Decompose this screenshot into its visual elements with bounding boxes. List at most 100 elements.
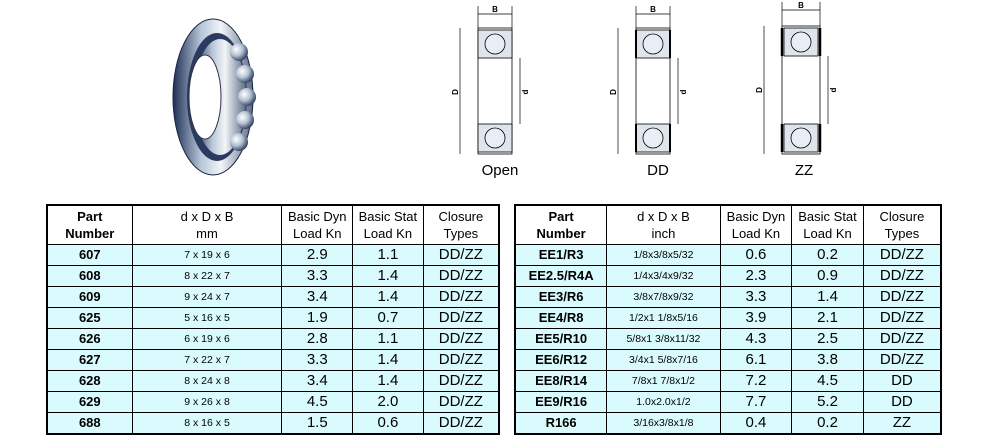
part-number-cell: EE2.5/R4A: [514, 265, 608, 287]
label-D: D: [609, 89, 618, 95]
closure-type-cell: DD: [862, 391, 942, 413]
part-number-cell: EE1/R3: [514, 244, 608, 266]
closure-type-cell: ZZ: [862, 412, 942, 435]
dyn-load-cell: 3.9: [719, 307, 793, 329]
stat-load-cell: 5.2: [791, 391, 864, 413]
stat-load-cell: 1.4: [352, 265, 424, 287]
part-number-cell: 609: [46, 286, 133, 308]
part-number-cell: EE8/R14: [514, 370, 608, 392]
part-number-cell: 628: [46, 370, 133, 392]
label-b: B: [798, 1, 804, 10]
label-b: B: [650, 5, 656, 14]
part-number-cell: 688: [46, 412, 133, 435]
label-D: D: [755, 87, 764, 93]
dyn-load-cell: 1.5: [281, 412, 354, 435]
label-D: D: [451, 89, 460, 95]
closure-type-cell: DD/ZZ: [422, 349, 500, 371]
closure-type-cell: DD/ZZ: [862, 307, 942, 329]
closure-type-cell: DD/ZZ: [862, 349, 942, 371]
diagram-caption: ZZ: [794, 162, 814, 179]
label-d: d: [521, 89, 530, 94]
closure-type-cell: DD/ZZ: [862, 244, 942, 266]
dimensions-cell: 7/8x1 7/8x1/2: [606, 370, 721, 392]
part-number-cell: EE9/R16: [514, 391, 608, 413]
stat-load-cell: 0.2: [791, 412, 864, 435]
part-number-cell: EE4/R8: [514, 307, 608, 329]
part-number-cell: 627: [46, 349, 133, 371]
dimensions-cell: 8 x 22 x 7: [131, 265, 283, 287]
closure-type-cell: DD/ZZ: [422, 286, 500, 308]
dyn-load-cell: 3.3: [719, 286, 793, 308]
part-number-cell: 607: [46, 244, 133, 266]
closure-type-cell: DD/ZZ: [422, 328, 500, 350]
diagram-open: B D d Open: [430, 0, 570, 190]
closure-type-cell: DD/ZZ: [422, 265, 500, 287]
stat-load-cell: 3.8: [791, 349, 864, 371]
dimensions-cell: 3/4x1 5/8x7/16: [606, 349, 721, 371]
stat-load-cell: 0.2: [791, 244, 864, 266]
stat-load-cell: 0.9: [791, 265, 864, 287]
stat-load-cell: 2.0: [352, 391, 424, 413]
dyn-load-cell: 3.3: [281, 265, 354, 287]
dyn-load-cell: 2.8: [281, 328, 354, 350]
dimensions-cell: 1/4x3/4x9/32: [606, 265, 721, 287]
dimensions-cell: 8 x 24 x 8: [131, 370, 283, 392]
dimensions-cell: 6 x 19 x 6: [131, 328, 283, 350]
dimensions-cell: 8 x 16 x 5: [131, 412, 283, 435]
part-number-cell: 608: [46, 265, 133, 287]
part-number-cell: R166: [514, 412, 608, 435]
diagram-zz: B D d ZZ: [734, 0, 874, 190]
stat-load-cell: 1.1: [352, 328, 424, 350]
part-number-cell: 626: [46, 328, 133, 350]
part-number-cell: 625: [46, 307, 133, 329]
dimensions-cell: 5/8x1 3/8x11/32: [606, 328, 721, 350]
stat-load-cell: 2.5: [791, 328, 864, 350]
label-d: d: [829, 87, 838, 92]
dimensions-cell: 7 x 22 x 7: [131, 349, 283, 371]
stat-load-cell: 1.4: [352, 370, 424, 392]
dyn-load-cell: 4.3: [719, 328, 793, 350]
dimensions-cell: 1/8x3/8x5/32: [606, 244, 721, 266]
dyn-load-cell: 6.1: [719, 349, 793, 371]
diagram-caption: DD: [647, 162, 669, 179]
dimensions-cell: 9 x 24 x 7: [131, 286, 283, 308]
dyn-load-cell: 7.2: [719, 370, 793, 392]
dimensions-cell: 9 x 26 x 8: [131, 391, 283, 413]
stat-load-cell: 4.5: [791, 370, 864, 392]
dimensions-cell: 3/16x3/8x1/8: [606, 412, 721, 435]
dyn-load-cell: 3.4: [281, 370, 354, 392]
closure-type-cell: DD/ZZ: [422, 307, 500, 329]
stat-load-cell: 1.4: [791, 286, 864, 308]
closure-type-cell: DD: [862, 370, 942, 392]
dimensions-cell: 3/8x7/8x9/32: [606, 286, 721, 308]
closure-type-cell: DD/ZZ: [862, 265, 942, 287]
bearing-image: [165, 12, 265, 182]
dyn-load-cell: 3.3: [281, 349, 354, 371]
dyn-load-cell: 3.4: [281, 286, 354, 308]
stat-load-cell: 1.4: [352, 349, 424, 371]
stat-load-cell: 2.1: [791, 307, 864, 329]
closure-type-cell: DD/ZZ: [862, 286, 942, 308]
label-d: d: [679, 89, 688, 94]
